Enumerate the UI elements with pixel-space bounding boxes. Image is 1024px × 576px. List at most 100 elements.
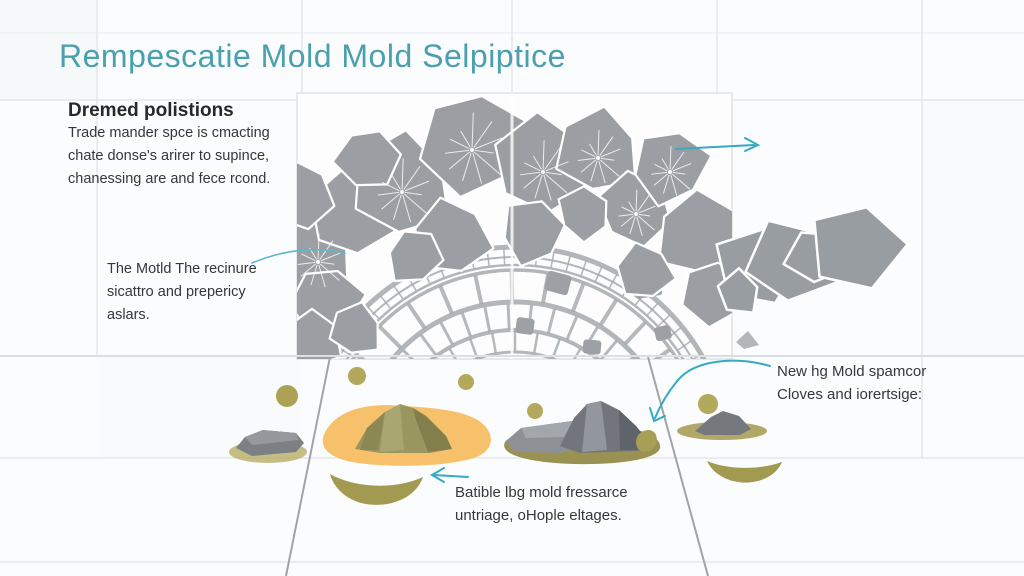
dome-brick-joint [491,332,497,353]
rock-starburst-line [671,173,691,190]
rock-starburst-line [473,121,493,148]
annotation-bottom: Batible lbg mold fressarce untriage, oHo… [455,481,628,527]
rock-starburst-line [589,143,597,156]
rock-starburst-line [543,174,552,201]
rock-starburst-line [401,158,404,190]
rock-slab-top [245,430,299,445]
dome-brick-joint [598,298,618,327]
perspective-line-right [647,356,709,576]
dome-brick-joint [565,315,579,341]
rock-starburst-line [661,158,669,170]
rock-starburst-line [635,189,638,212]
rock-starburst-line [599,159,620,177]
rock-starburst-line [651,171,668,175]
rock-starburst-line [404,180,430,192]
dome-brick-joint [608,273,618,289]
annotation-right: New hg Mold spamcor Cloves and iorertsig… [777,360,926,406]
tile-tints [0,0,1024,458]
dome-brick-joint [533,332,539,353]
dome-brick-joint [646,302,659,316]
rock-starburst-line [637,195,650,212]
rock-starburst-line [449,138,470,150]
rock-starburst-core [633,211,639,217]
rock-starburst-line [599,136,614,156]
annotation-line: untriage, oHople eltages. [455,507,622,524]
brick-cube [582,339,602,355]
annotation-line: Batible lbg mold fressarce [455,484,628,501]
rock-starburst-core [667,169,673,175]
annotation-line: New hg Mold spamcor [777,363,927,380]
dome-brick-joint [388,368,408,383]
rock-starburst-line [472,152,483,184]
rock-starburst-line [381,193,401,210]
annotation-mid-left: The Motld The recinure sicattro and prep… [107,258,257,327]
gray-mountain-facet [582,401,607,452]
dome-brick-joint [313,391,328,396]
dome-ring [345,263,685,359]
dome-brick-joint [415,378,430,391]
dome-brick-joint [483,306,492,332]
rock-starburst-line [598,160,606,184]
dome-ring [350,268,680,359]
tile [0,0,97,100]
hex-rock [328,301,379,354]
curved-arrow-head [649,407,666,423]
rock-starburst-line [542,140,545,170]
dome-brick-joint [643,418,667,425]
rock-starburst-line [391,174,401,190]
dome-brick-joint [550,251,555,268]
rock-fragment [736,331,759,349]
spore-dot [698,394,718,414]
dome-brick-joint [393,285,404,300]
dome-brick-joint [700,385,715,391]
rock-starburst-line [618,213,634,217]
rock-starburst-line [597,129,600,156]
brick-cube [654,324,672,342]
rock-starburst-line [393,194,402,220]
dome-brick-joint [460,312,473,338]
crescent [707,461,782,483]
rock-starburst-line [474,149,494,154]
dome-ring [429,328,601,359]
dome-brick-joint [570,282,586,313]
rock-starburst-line [534,174,543,199]
rock-starburst-line [320,261,335,265]
rock-starburst-line [381,181,400,192]
rock-starburst-line [319,263,340,281]
dome-brick-joint [355,353,366,359]
spore-dot [276,385,298,407]
rock-starburst-line [671,151,685,170]
dome-brick-joint [473,274,484,305]
dome-brick-joint [573,347,582,359]
hex-rock [681,261,732,329]
tile [922,100,1024,356]
rock-starburst-line [669,145,672,170]
annotation-top-left: Dremed polistions Trade mander spce is c… [68,99,270,191]
dome-brick-joint [629,356,635,359]
dome-brick-joint [658,314,671,327]
dome-brick-joint [448,347,457,359]
rock-starburst-line [653,173,669,186]
hex-rock [557,185,608,244]
rock-starburst-line [672,163,692,172]
rock-starburst-line [580,159,597,173]
brick-cube [515,317,535,335]
dome-brick-joint [565,255,572,271]
rock-starburst-line [524,162,541,172]
dome-brick-joint [627,376,648,390]
dome-brick-joint [636,396,659,406]
hex-rock-crust [297,94,732,359]
curved-leader-line [251,248,346,264]
rock-starburst-line [532,155,542,170]
dome-brick-joint [375,388,397,400]
rock-starburst-line [672,171,686,175]
rock-starburst-line [544,147,561,170]
perspective-line-left [285,356,331,576]
annotation-heading: Dremed polistions [68,100,234,121]
specimen-small-mound [636,411,767,452]
rock-starburst-line [638,213,651,217]
rock-starburst-line [638,205,656,214]
crescent-pools [330,461,782,505]
